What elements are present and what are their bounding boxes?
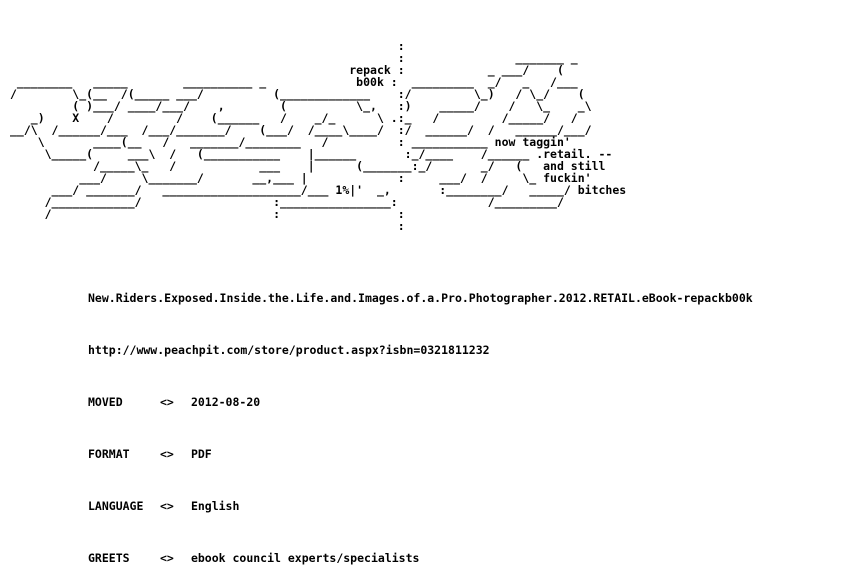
info-key: MOVED: [88, 395, 123, 409]
info-separator: <>: [160, 395, 174, 409]
info-key: LANGUAGE: [88, 499, 144, 513]
info-key: FORMAT: [88, 447, 130, 461]
release-title: New.Riders.Exposed.Inside.the.Life.and.I…: [88, 291, 753, 305]
info-key: GREETS: [88, 551, 130, 565]
info-row-greets: GREETS <> ebook council experts/specialis…: [88, 550, 753, 574]
info-value: 2012-08-20: [190, 395, 261, 409]
info-separator: <>: [160, 447, 174, 461]
ascii-art-logo: : : _______ _ repack : _ ___/ ( ________…: [10, 39, 627, 233]
info-separator: <>: [160, 551, 174, 565]
release-url: http://www.peachpit.com/store/product.as…: [88, 343, 490, 357]
info-separator: <>: [160, 499, 174, 513]
info-value: PDF: [190, 447, 212, 461]
release-info: New.Riders.Exposed.Inside.the.Life.and.I…: [88, 262, 753, 588]
info-value: ebook council experts/specialists: [190, 551, 420, 565]
info-value: English: [190, 499, 240, 513]
info-row-language: LANGUAGE <> English: [88, 498, 753, 522]
info-row-format: FORMAT <> PDF: [88, 446, 753, 470]
info-row-moved: MOVED <> 2012-08-20: [88, 394, 753, 418]
